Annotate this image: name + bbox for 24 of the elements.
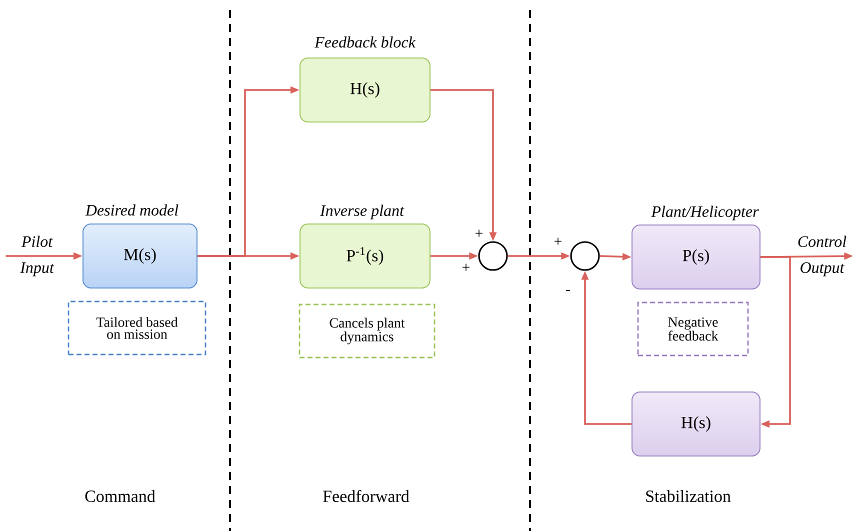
process-box: P(s) bbox=[632, 224, 760, 290]
section-title: Feedforward bbox=[323, 490, 410, 502]
node-caption: Desired model bbox=[85, 204, 178, 216]
node-caption: Feedback block bbox=[314, 36, 416, 48]
sign-label: + bbox=[476, 230, 482, 237]
sign-label: + bbox=[554, 238, 562, 245]
section-title: Command bbox=[85, 490, 156, 502]
node-caption: Plant/Helicopter bbox=[651, 206, 759, 220]
signal-label: Pilot Input bbox=[20, 236, 54, 276]
sign-label: - bbox=[566, 290, 570, 292]
section-title: Stabilization bbox=[646, 490, 731, 502]
process-box: H(s) bbox=[300, 58, 430, 122]
note-box: Tailored based on mission bbox=[68, 300, 206, 356]
process-box: M(s) bbox=[82, 224, 198, 288]
sign-label: + bbox=[462, 264, 470, 271]
node-caption: Inverse plant bbox=[320, 204, 404, 220]
arrow bbox=[760, 256, 791, 428]
note-box: Negative feedback bbox=[637, 302, 749, 356]
summing-junction bbox=[570, 241, 600, 271]
process-box: P$^{-1}$(s) bbox=[300, 224, 430, 288]
summing-junction bbox=[478, 241, 508, 271]
signal-label: Control Output bbox=[798, 236, 846, 276]
process-box: H(s) bbox=[632, 392, 760, 456]
note-box: Cancels plant dynamics bbox=[298, 304, 436, 358]
